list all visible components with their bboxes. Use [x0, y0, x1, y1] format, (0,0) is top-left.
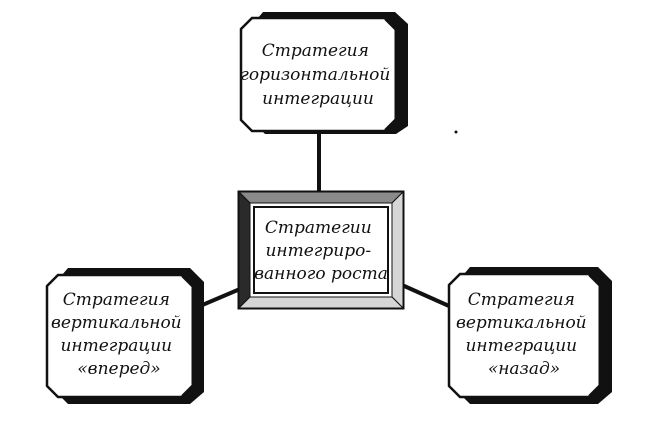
node-forward-integration: Стратегия вертикальной интеграции «впере…	[45, 268, 204, 404]
node-center-bevel-bottom	[237, 296, 405, 309]
node-top-line-1: Стратегия	[262, 41, 369, 61]
node-right-text: Стратегия вертикальной интеграции «назад…	[456, 290, 592, 379]
node-right-line-4: «назад»	[488, 359, 560, 379]
node-right-line-1: Стратегия	[468, 290, 575, 310]
node-left-inner-shadow	[181, 273, 197, 399]
connectors	[199, 132, 450, 308]
node-left-line-1: Стратегия	[63, 290, 170, 310]
node-center-line-2: интегриро-	[265, 241, 371, 261]
node-top-inner-shadow	[384, 16, 400, 133]
node-integrated-growth: Стратегии интегриро- ванного роста	[237, 190, 405, 310]
node-center-text: Стратегии интегриро- ванного роста	[254, 218, 388, 284]
node-left-text: Стратегия вертикальной интеграции «впере…	[51, 290, 187, 379]
node-backward-integration: Стратегия вертикальной интеграции «назад…	[447, 267, 612, 404]
node-center-inner-panel	[253, 206, 389, 294]
node-horizontal-integration: Стратегия горизонтальной интеграции	[239, 12, 408, 134]
connector-center-left	[199, 287, 241, 308]
node-left-line-2: вертикальной	[51, 313, 182, 333]
node-center-line-1: Стратегии	[265, 218, 372, 238]
connector-center-right	[401, 283, 450, 308]
node-left-line-4: «вперед»	[77, 359, 160, 379]
node-right-line-2: вертикальной	[456, 313, 587, 333]
node-top-line-2: горизонтальной	[240, 65, 390, 85]
node-right-inner-shadow	[588, 272, 604, 399]
node-center-bevel-top	[237, 191, 405, 204]
node-top-text: Стратегия горизонтальной интеграции	[240, 41, 395, 109]
node-center-bevel-left	[238, 190, 251, 310]
node-center-bevel-right	[391, 190, 404, 310]
node-left-line-3: интеграции	[60, 336, 172, 356]
stray-dot	[454, 130, 458, 134]
node-top-line-3: интеграции	[262, 89, 374, 109]
node-right-line-3: интеграции	[465, 336, 577, 356]
node-center-line-3: ванного роста	[254, 264, 388, 284]
